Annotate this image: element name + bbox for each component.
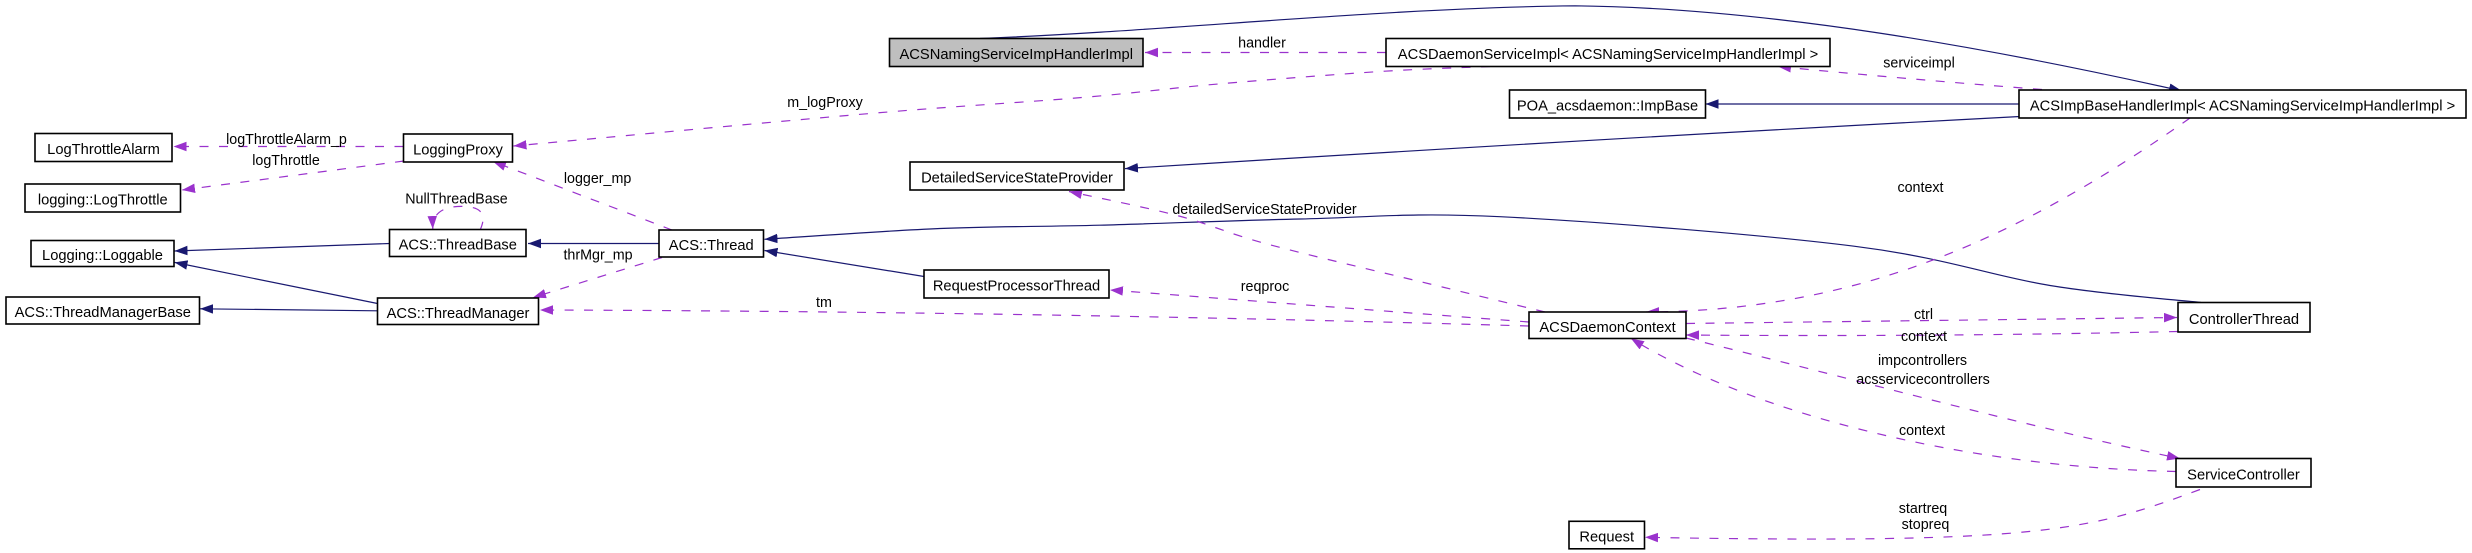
svg-text:ACSDaemonServiceImpl< ACSNamin: ACSDaemonServiceImpl< ACSNamingServiceIm… (1398, 47, 1818, 63)
svg-text:ACS::ThreadManager: ACS::ThreadManager (387, 306, 530, 322)
svg-text:thrMgr_mp: thrMgr_mp (563, 248, 632, 264)
svg-text:reqproc: reqproc (1241, 279, 1289, 295)
svg-text:logging::LogThrottle: logging::LogThrottle (38, 193, 168, 209)
svg-text:ServiceController: ServiceController (2187, 467, 2300, 483)
svg-text:serviceimpl: serviceimpl (1883, 56, 1955, 72)
svg-text:POA_acsdaemon::ImpBase: POA_acsdaemon::ImpBase (1517, 99, 1698, 115)
svg-text:ACS::ThreadManagerBase: ACS::ThreadManagerBase (15, 305, 191, 321)
svg-text:Logging::Loggable: Logging::Loggable (42, 248, 163, 264)
svg-text:tm: tm (816, 295, 832, 311)
svg-text:context: context (1897, 180, 1943, 196)
svg-text:NullThreadBase: NullThreadBase (405, 192, 508, 208)
svg-text:Request: Request (1579, 530, 1634, 546)
svg-text:ACS::ThreadBase: ACS::ThreadBase (399, 238, 517, 254)
svg-text:handler: handler (1238, 36, 1286, 52)
svg-text:acsservicecontrollers: acsservicecontrollers (1856, 372, 1989, 388)
svg-text:ACSNamingServiceImpHandlerImpl: ACSNamingServiceImpHandlerImpl (900, 47, 1133, 63)
svg-text:LogThrottleAlarm: LogThrottleAlarm (47, 142, 160, 158)
svg-text:logger_mp: logger_mp (564, 171, 632, 187)
svg-text:context: context (1899, 423, 1945, 439)
svg-text:DetailedServiceStateProvider: DetailedServiceStateProvider (921, 171, 1113, 187)
svg-text:ACS::Thread: ACS::Thread (669, 238, 754, 254)
svg-text:detailedServiceStateProvider: detailedServiceStateProvider (1172, 202, 1357, 218)
svg-text:ACSImpBaseHandlerImpl< ACSNami: ACSImpBaseHandlerImpl< ACSNamingServiceI… (2030, 99, 2455, 115)
svg-text:context: context (1901, 329, 1947, 345)
svg-text:LoggingProxy: LoggingProxy (413, 143, 503, 159)
svg-text:logThrottleAlarm_p: logThrottleAlarm_p (226, 132, 347, 148)
svg-text:RequestProcessorThread: RequestProcessorThread (933, 279, 1100, 295)
svg-text:ctrl: ctrl (1914, 307, 1933, 323)
svg-text:impcontrollers: impcontrollers (1878, 353, 1967, 369)
svg-text:startreq: startreq (1899, 501, 1948, 517)
svg-text:ACSDaemonContext: ACSDaemonContext (1539, 320, 1675, 336)
svg-text:stopreq: stopreq (1902, 517, 1950, 533)
svg-text:ControllerThread: ControllerThread (2189, 312, 2299, 328)
svg-text:logThrottle: logThrottle (252, 153, 320, 169)
svg-text:m_logProxy: m_logProxy (787, 95, 863, 111)
